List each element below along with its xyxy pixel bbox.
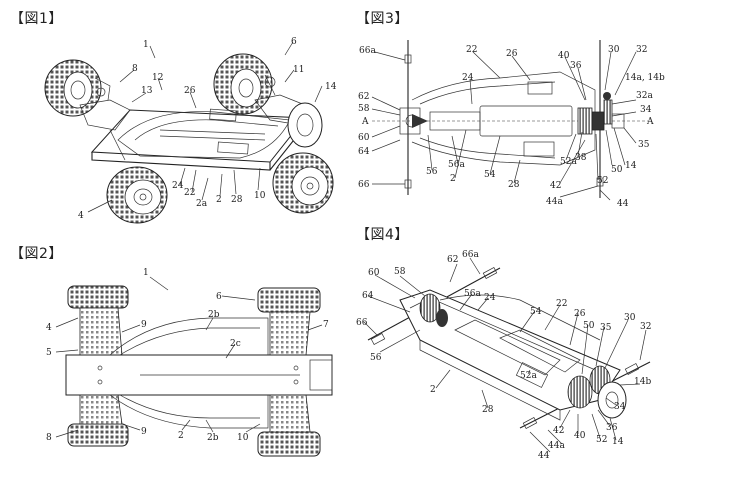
- fig3-label-36: 36: [570, 61, 582, 71]
- fig2-wheel-fr: [258, 288, 320, 312]
- fig3-label-66: 66: [358, 180, 370, 190]
- fig4-label-50: 50: [583, 321, 595, 331]
- fig3-label-14ab: 14a, 14b: [625, 73, 665, 83]
- fig1-label-11: 11: [293, 65, 304, 75]
- fig1-label-4: 4: [78, 211, 84, 221]
- fig2-label-5: 5: [46, 348, 52, 358]
- fig1-label-28: 28: [231, 195, 243, 205]
- fig3-label-38: 38: [575, 153, 587, 163]
- fig2-label-9-bot: 9: [141, 427, 147, 437]
- fig2-label-1: 1: [143, 268, 149, 278]
- fig3-label-14: 14: [625, 161, 637, 171]
- fig3-label-42: 42: [550, 181, 561, 191]
- fig1-label-1: 1: [143, 40, 149, 50]
- fig3-label-58: 58: [358, 104, 370, 114]
- fig4-label-66a: 66a: [462, 250, 479, 260]
- fig3-label-35: 35: [638, 140, 650, 150]
- fig2-wheel-rl: [68, 424, 128, 446]
- fig2-wheel-fl: [68, 286, 128, 308]
- fig4-label-14b: 14b: [634, 377, 651, 387]
- fig1-front-right-wheel: [214, 54, 272, 114]
- fig2-label-8: 8: [46, 433, 52, 443]
- fig4-label-44a: 44a: [548, 441, 565, 451]
- fig1-label-22: 22: [184, 188, 195, 198]
- fig4-label-14: 14: [612, 437, 624, 447]
- fig2-label-4: 4: [46, 323, 52, 333]
- fig2-label-2b-top: 2b: [208, 310, 220, 320]
- fig1-front-left-wheel: [45, 60, 101, 116]
- fig2-label-2: 2: [178, 431, 184, 441]
- fig1-label-8: 8: [132, 64, 138, 74]
- fig1-label-26: 26: [184, 86, 196, 96]
- fig4-label-34: 34: [614, 402, 626, 412]
- fig2-label-7: 7: [323, 320, 329, 330]
- fig4-label-30: 30: [624, 313, 636, 323]
- fig4-label-54: 54: [530, 307, 542, 317]
- fig3-label-A-right: A: [646, 117, 654, 127]
- fig1-label-14: 14: [325, 82, 337, 92]
- fig4-label-28: 28: [482, 405, 494, 415]
- fig3-label-2: 2: [450, 174, 456, 184]
- fig4-label-56: 56: [370, 353, 382, 363]
- fig3-label-44: 44: [617, 199, 629, 209]
- fig4-label-24: 24: [484, 293, 496, 303]
- fig4-label-40: 40: [574, 431, 586, 441]
- fig3-label-22: 22: [466, 45, 477, 55]
- fig4-label-42: 42: [553, 426, 564, 436]
- fig2-label-2b-bot: 2b: [207, 433, 219, 443]
- fig3-label-64: 64: [358, 147, 370, 157]
- fig4-label-32: 32: [640, 322, 651, 332]
- fig3-label-62: 62: [358, 92, 369, 102]
- fig1-rear-right-wheel: [273, 153, 333, 213]
- fig3-label-34: 34: [640, 105, 652, 115]
- fig3-label-54: 54: [484, 170, 496, 180]
- fig4-label-64: 64: [362, 291, 374, 301]
- fig1-label-13: 13: [141, 86, 153, 96]
- fig3-label-50: 50: [611, 165, 623, 175]
- fig4-label-62: 62: [447, 255, 458, 265]
- fig4-label-35: 35: [600, 323, 612, 333]
- fig2-label-10: 10: [237, 433, 249, 443]
- fig3-label-40: 40: [558, 51, 570, 61]
- fig4-label-44: 44: [538, 451, 550, 461]
- fig4-rear-diff: [568, 376, 592, 408]
- fig2-label-9-top: 9: [141, 320, 147, 330]
- fig3-label-32a: 32a: [636, 91, 653, 101]
- fig4-label-52a: 52a: [520, 371, 537, 381]
- fig1-label-2a: 2a: [196, 199, 208, 209]
- fig4-label-60: 60: [368, 268, 380, 278]
- fig2-label-2c: 2c: [230, 339, 241, 349]
- figure-2-drawing: [56, 277, 332, 456]
- fig3-label-44a: 44a: [546, 197, 563, 207]
- fig4-label-2: 2: [430, 385, 436, 395]
- fig4-label-56a: 56a: [464, 289, 481, 299]
- fig1-label-24: 24: [172, 181, 184, 191]
- fig1-label-10: 10: [254, 191, 266, 201]
- fig4-label-52: 52: [596, 435, 607, 445]
- fig3-label-24: 24: [462, 73, 474, 83]
- figure-3-labels: 66a 22 26 40 30 32 36 14a, 14b 24 62 58 …: [358, 45, 665, 209]
- fig1-label-2: 2: [216, 195, 222, 205]
- fig1-rear-left-wheel: [107, 167, 167, 223]
- fig4-label-26: 26: [574, 309, 586, 319]
- fig4-label-58: 58: [394, 267, 406, 277]
- fig3-label-60: 60: [358, 133, 370, 143]
- fig3-label-30: 30: [608, 45, 620, 55]
- fig1-label-12: 12: [152, 73, 163, 83]
- fig4-label-36: 36: [606, 423, 618, 433]
- fig4-label-66: 66: [356, 318, 368, 328]
- fig2-label-6: 6: [216, 292, 222, 302]
- fig3-label-32: 32: [636, 45, 647, 55]
- fig2-wheel-rr: [258, 432, 320, 456]
- fig1-label-6: 6: [291, 37, 297, 47]
- fig3-label-26: 26: [506, 49, 518, 59]
- fig3-label-66a: 66a: [359, 46, 376, 56]
- fig3-label-52: 52: [597, 176, 608, 186]
- fig3-label-56a: 56a: [448, 160, 465, 170]
- fig3-label-28: 28: [508, 180, 520, 190]
- fig3-label-56: 56: [426, 167, 438, 177]
- fig3-label-A-left: A: [361, 117, 369, 127]
- fig4-label-22: 22: [556, 299, 567, 309]
